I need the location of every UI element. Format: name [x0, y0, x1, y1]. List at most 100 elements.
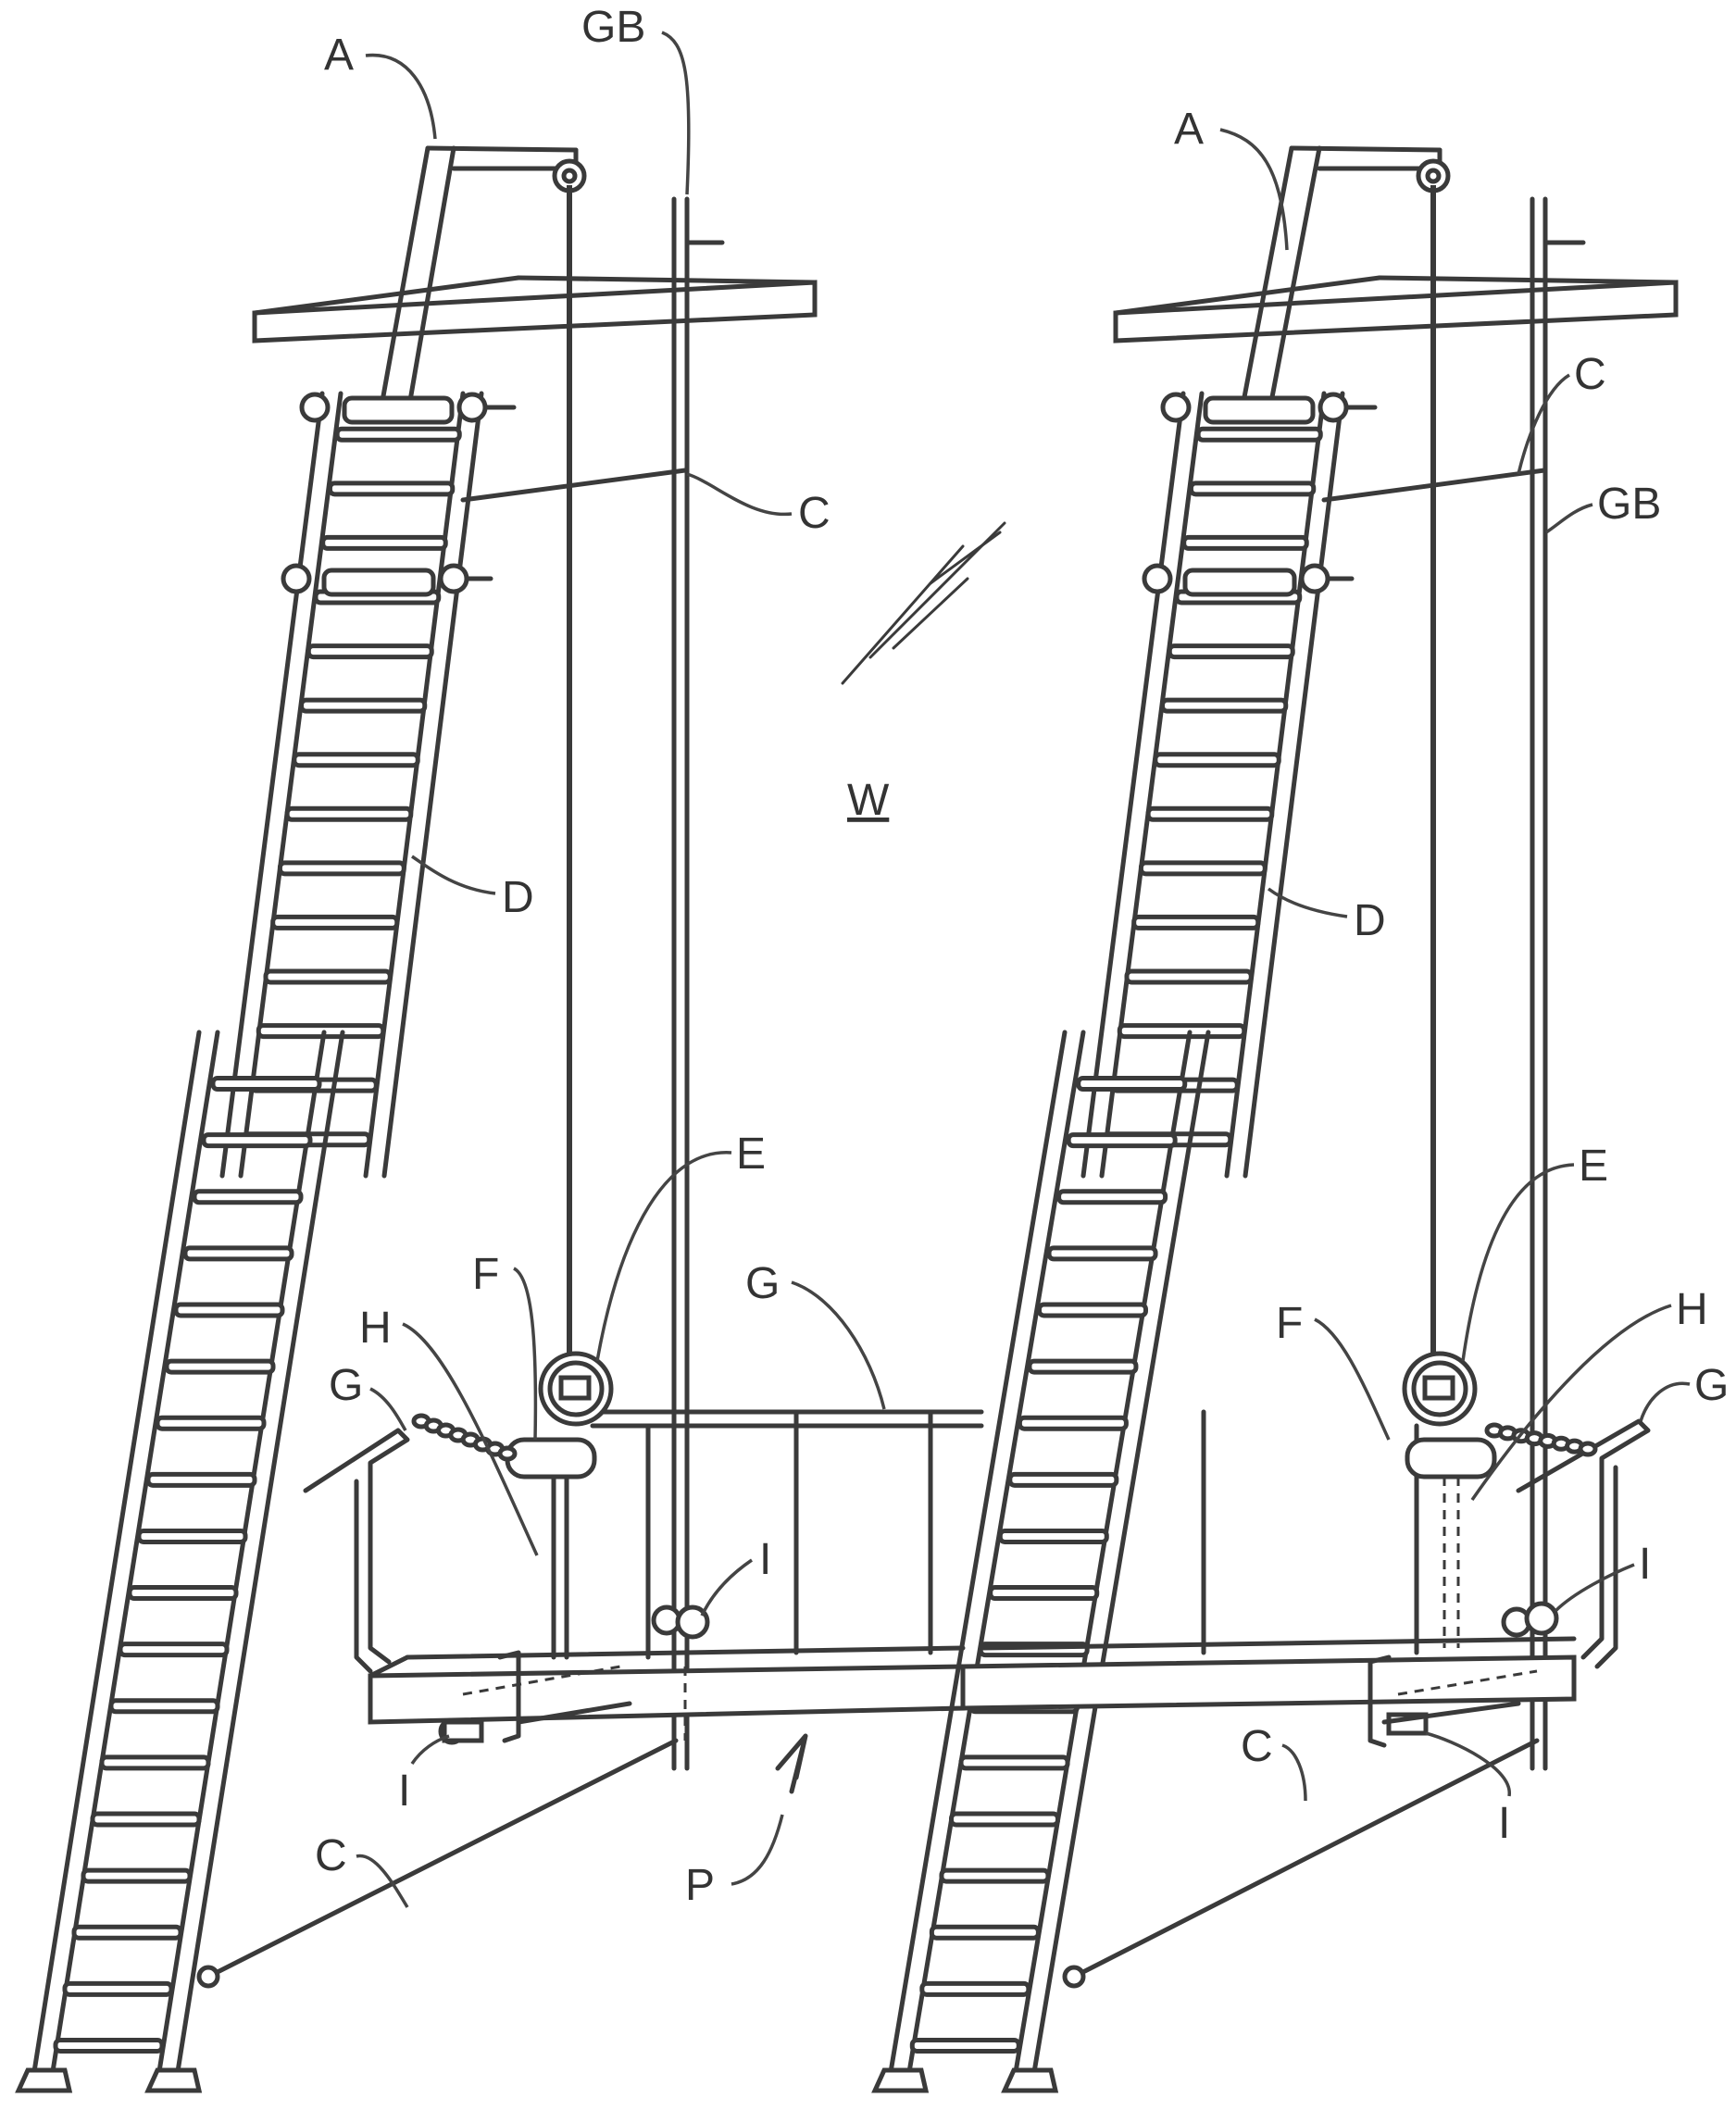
label-G-left: G [329, 1361, 363, 1410]
ladder-rung [139, 1530, 245, 1542]
ladder-rung [1079, 1079, 1185, 1090]
ladder-rung [1184, 537, 1307, 548]
ladder-rung [258, 1026, 382, 1037]
ladder-rung [204, 1135, 310, 1146]
ladder-rung [1030, 1361, 1136, 1372]
right-guide-bar-GB [1532, 199, 1583, 1768]
ladder-rung [942, 1870, 1048, 1881]
right-assembly [875, 148, 1676, 2091]
ladder-rung [1134, 917, 1258, 928]
right-lower-brace-C [1074, 1741, 1537, 1977]
ladder-rung [912, 2040, 1018, 2051]
ladder-rung [74, 1927, 181, 1938]
ladder-rung [952, 1814, 1058, 1825]
ladder-rung [308, 646, 431, 657]
ladder-rung [1049, 1248, 1155, 1259]
label-E-left: E [736, 1130, 766, 1179]
label-G-center: G [745, 1259, 780, 1308]
right-roof-plank [1116, 278, 1676, 341]
ladder-rung [1059, 1192, 1166, 1203]
ladder-rung [111, 1701, 218, 1712]
label-C-upper-right: C [1574, 350, 1606, 399]
label-D-left: D [502, 873, 534, 922]
label-W: W [847, 776, 890, 825]
left-lower-brace-C [208, 1741, 676, 1977]
ladder-rung [323, 537, 446, 548]
left-guide-bar-GB [674, 199, 722, 1768]
label-E-right: E [1579, 1142, 1608, 1191]
ladder-rung [1068, 1135, 1175, 1146]
ladder-rung [266, 971, 390, 982]
label-I-left-upper: I [759, 1535, 771, 1584]
ladder-rung [280, 863, 404, 874]
ladder-rung [1141, 863, 1265, 874]
label-C-upper-left: C [798, 489, 831, 538]
ladder-rung [176, 1305, 282, 1316]
ladder-rung [83, 1870, 190, 1881]
platform-arrow [778, 1736, 806, 1792]
ladder-rung [1169, 646, 1293, 657]
label-D-right: D [1354, 896, 1386, 945]
ladder-rung [56, 2040, 162, 2051]
label-H-right: H [1676, 1285, 1708, 1334]
label-A-right: A [1174, 105, 1204, 154]
ladder-rung [1010, 1474, 1117, 1485]
right-upper-ladder-D [1083, 393, 1375, 1176]
ladder-rung [194, 1192, 301, 1203]
ladder-rung [287, 808, 411, 819]
ladder-rung [1191, 483, 1313, 494]
chain-link [500, 1448, 515, 1459]
ladder-rung [93, 1814, 199, 1825]
left-winch-assembly [414, 1354, 611, 1657]
ladder-rung [1155, 755, 1279, 766]
ladder-rung [302, 700, 425, 711]
left-guard-rail-G [306, 1412, 981, 1671]
ladder-rung [167, 1361, 273, 1372]
ladder-rung [1040, 1305, 1146, 1316]
ladder-rung [1019, 1417, 1126, 1429]
ladder-rung [130, 1588, 236, 1599]
ladder-rung [1198, 429, 1320, 440]
ladder-rung [1127, 971, 1251, 982]
ladder-rung [931, 1927, 1038, 1938]
ladder-rung [213, 1079, 319, 1090]
label-H-left: H [359, 1304, 392, 1353]
left-upper-ladder-D [222, 393, 514, 1176]
ladder-rung [330, 483, 452, 494]
ladder-rung [273, 917, 397, 928]
right-platform [963, 1639, 1574, 1708]
right-winch-assembly [1405, 1354, 1595, 1648]
left-roof-plank [255, 278, 815, 341]
label-C-lower-right: C [1241, 1722, 1273, 1771]
ladder-rung [102, 1757, 208, 1768]
ladder-rung [922, 1983, 1029, 1994]
ladder-rung [65, 1983, 171, 1994]
label-P: P [685, 1861, 715, 1910]
ladder-rung [337, 429, 459, 440]
label-I-left-lower: I [398, 1767, 410, 1816]
ladder-rung [1000, 1530, 1106, 1542]
chain-link [1580, 1443, 1595, 1455]
ladder-rung [961, 1757, 1068, 1768]
ladder-rung [157, 1417, 264, 1429]
label-C-lower-left: C [315, 1831, 347, 1880]
ladder-rung [120, 1644, 227, 1655]
label-I-right-upper: I [1639, 1540, 1651, 1589]
ladder-rung [1163, 700, 1286, 711]
wall-hatch-marks [843, 523, 1005, 683]
left-platform [370, 1648, 963, 1722]
ladder-rung [294, 755, 418, 766]
ladder-rung [148, 1474, 255, 1485]
label-GB-left: GB [581, 3, 645, 52]
ladder-rung [185, 1248, 292, 1259]
label-F-right: F [1276, 1299, 1303, 1348]
label-G-right: G [1694, 1361, 1729, 1410]
label-I-right-lower: I [1498, 1799, 1510, 1848]
ladder-rung [991, 1588, 1097, 1599]
label-A-left: A [324, 31, 354, 80]
left-upper-brace-C [463, 470, 685, 500]
label-GB-right: GB [1597, 480, 1661, 529]
ladder-rung [1119, 1026, 1243, 1037]
left-assembly [19, 148, 981, 2091]
